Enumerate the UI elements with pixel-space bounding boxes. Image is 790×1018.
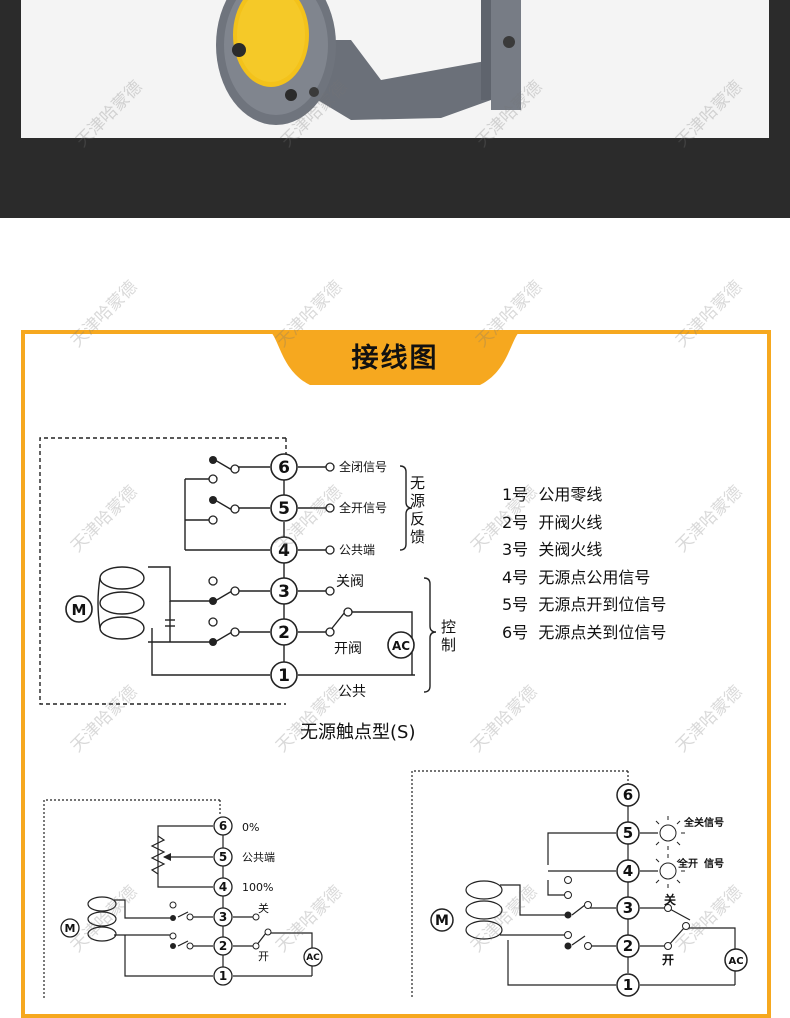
svg-text:AC: AC xyxy=(306,953,320,963)
lamp-signal-label: 信号 xyxy=(704,857,724,870)
svg-text:5: 5 xyxy=(623,824,633,842)
pot-label: 100% xyxy=(242,881,273,894)
terminal-label: 2 xyxy=(278,623,290,643)
legend-item: 6号 无源点关到位信号 xyxy=(502,622,667,642)
legend-item: 3号 关阀火线 xyxy=(502,540,603,560)
product-photo xyxy=(21,0,769,138)
feedback-group-label: 无源反馈 xyxy=(410,474,426,546)
pot-open-label: 开 xyxy=(258,950,269,963)
pot-label: 0% xyxy=(242,821,259,834)
valve-image xyxy=(216,0,521,125)
common-label: 公共 xyxy=(338,684,366,700)
pot-label: 公共端 xyxy=(242,851,275,864)
terminal-5 xyxy=(270,494,298,522)
svg-text:M: M xyxy=(65,922,76,935)
terminal-6 xyxy=(270,453,298,481)
lamp-close-label: 关 xyxy=(664,892,676,907)
motor-symbol xyxy=(65,595,93,623)
pot-close-label: 关 xyxy=(258,901,269,915)
svg-text:6: 6 xyxy=(219,819,227,833)
svg-text:M: M xyxy=(435,913,449,929)
lamp-signal-label: 全关信号 xyxy=(683,816,724,829)
svg-text:AC: AC xyxy=(728,956,743,967)
legend-item: 4号 无源点公用信号 xyxy=(502,567,651,587)
terminal-4 xyxy=(270,536,298,564)
svg-text:3: 3 xyxy=(219,910,227,924)
svg-text:1: 1 xyxy=(623,976,633,994)
terminal-label: 1 xyxy=(278,666,290,686)
svg-text:1: 1 xyxy=(219,969,227,983)
signal-label: 全闭信号 xyxy=(339,459,387,474)
signal-label: 公共端 xyxy=(339,543,375,557)
terminal-label: 6 xyxy=(278,458,290,478)
lamp-signal-label: 全开 xyxy=(677,857,698,870)
terminal-3 xyxy=(270,577,298,605)
terminal-label: 3 xyxy=(278,582,290,602)
svg-text:5: 5 xyxy=(219,850,227,864)
terminal-1 xyxy=(270,661,298,689)
svg-text:6: 6 xyxy=(623,786,633,804)
close-label: 关阀 xyxy=(336,574,364,590)
svg-text:4: 4 xyxy=(219,880,227,894)
terminal-2 xyxy=(270,618,298,646)
signal-label: 全开信号 xyxy=(339,500,387,515)
open-label: 开阀 xyxy=(334,641,362,657)
legend-item: 5号 无源点开到位信号 xyxy=(502,595,667,615)
page-title: 接线图 xyxy=(351,343,439,374)
svg-text:2: 2 xyxy=(623,937,633,955)
control-group-label: 控制 xyxy=(441,618,457,654)
svg-text:2: 2 xyxy=(219,939,227,953)
diagram-caption: 无源触点型(S) xyxy=(300,722,415,743)
terminal-label: 4 xyxy=(278,541,290,561)
ac-source xyxy=(387,631,415,659)
lamp-open-label: 开 xyxy=(662,953,674,967)
legend-item: 2号 开阀火线 xyxy=(502,512,603,532)
svg-text:3: 3 xyxy=(623,899,633,917)
motor-label: M xyxy=(72,601,87,619)
legend-item: 1号 公用零线 xyxy=(502,485,603,504)
svg-text:4: 4 xyxy=(623,862,633,880)
ac-label: AC xyxy=(392,639,410,653)
terminal-legend: 1号 公用零线 2号 开阀火线 3号 关阀火线 4号 无源点公用信号 5号 无源… xyxy=(502,484,666,650)
title-tab xyxy=(270,331,520,385)
terminal-label: 5 xyxy=(278,499,290,519)
